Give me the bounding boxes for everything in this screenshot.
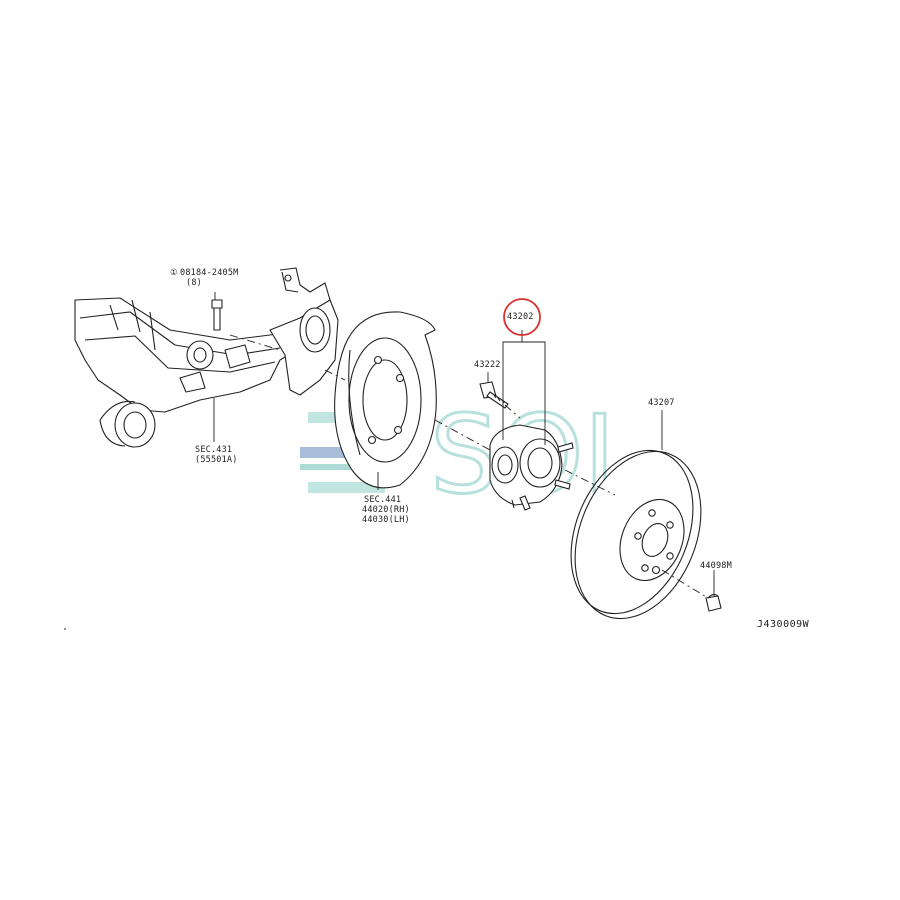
backing-plate [334, 311, 437, 489]
assembly-axis [229, 334, 709, 599]
rotor-screw-label: 44098M [700, 561, 732, 571]
hub-assembly-label: 43202 [507, 312, 534, 322]
suspension-part-number: (55501A) [195, 455, 238, 465]
leader-lines [213, 292, 715, 596]
backing-plate-section-label: SEC.441 [364, 495, 402, 505]
hub-bolt-label: 43222 [474, 360, 501, 370]
rotor-screw [705, 593, 722, 612]
bolt-quantity: (8) [186, 278, 202, 288]
diagram-code: J430009W [757, 619, 810, 630]
bolt-part-number: 08184-2405M [180, 268, 239, 278]
backing-plate-lh-label: 44030(LH) [362, 515, 410, 525]
disc-rotor-label: 43207 [648, 398, 675, 408]
backing-plate-rh-label: 44020(RH) [362, 505, 410, 515]
hub-assembly [489, 424, 574, 511]
disc-rotor [570, 449, 702, 620]
bolt-marker: ① [170, 268, 178, 278]
highlight-circle [503, 298, 541, 336]
suspension-section-label: SEC.431 [195, 445, 233, 455]
suspension-member [74, 267, 339, 448]
